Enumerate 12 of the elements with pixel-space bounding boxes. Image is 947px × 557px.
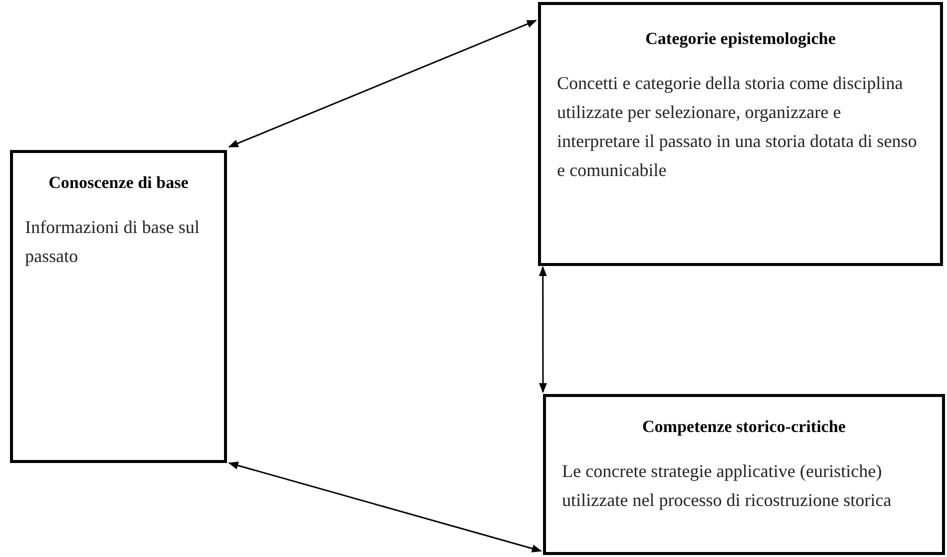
text-box: [10, 150, 227, 463]
box-heading: Categorie epistemologiche: [644, 28, 837, 50]
double-arrow: [538, 266, 547, 394]
box-heading: Competenze storico-critiche: [641, 416, 847, 438]
double-arrow: [228, 462, 542, 552]
box-heading: Conoscenze di base: [48, 172, 190, 194]
double-arrow: [228, 20, 537, 148]
box-description: Le concrete strategie applicative (euristiche) utilizzate nel processo di ricostruzione storica: [562, 460, 892, 512]
text-box: [543, 394, 945, 555]
text-box: [538, 2, 943, 266]
box-description: Informazioni di base sul passato: [25, 216, 200, 268]
box-description: Concetti e categorie della storia come disciplina utilizzate per selezionare, organizzare e interpretare il passato in una storia dotata di senso e comunicabile: [557, 72, 918, 182]
